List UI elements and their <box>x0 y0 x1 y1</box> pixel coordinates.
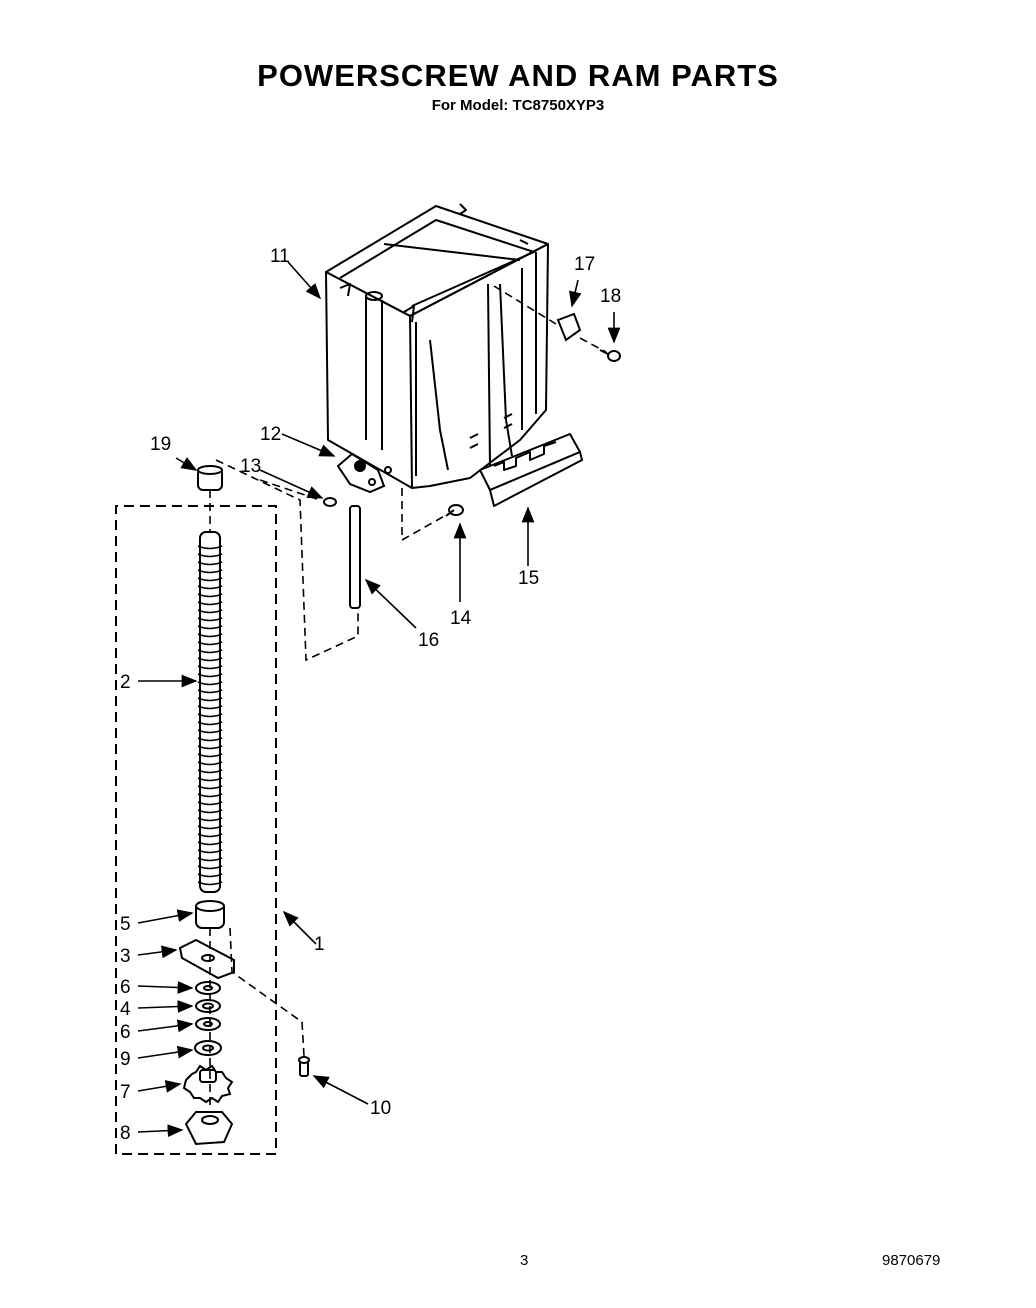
callout-13: 13 <box>240 456 261 477</box>
callout-7: 7 <box>120 1082 131 1103</box>
bracket-screw <box>599 349 621 362</box>
callout-10: 10 <box>370 1098 391 1119</box>
thrust-washer-top <box>195 981 221 995</box>
callout-3: 3 <box>120 946 131 967</box>
callout-14: 14 <box>450 608 472 629</box>
plate-screw <box>298 1056 310 1077</box>
model-subtitle: For Model: TC8750XYP3 <box>431 97 605 114</box>
powerscrew <box>197 531 223 893</box>
callout-4: 4 <box>120 999 131 1020</box>
callout-1: 1 <box>314 934 325 955</box>
pivot-washer <box>323 497 337 507</box>
page-number: 3 <box>520 1252 529 1269</box>
callout-6a: 6 <box>120 977 131 998</box>
callout-11: 11 <box>270 246 290 267</box>
callout-9: 9 <box>120 1049 131 1070</box>
mounting-plate <box>178 938 235 980</box>
callout-8: 8 <box>120 1123 131 1144</box>
thrust-washer-bottom <box>195 1017 221 1031</box>
ram-pivot <box>336 452 392 494</box>
bearing-nut <box>195 900 225 929</box>
guide-bracket <box>479 433 583 507</box>
page-title: POWERSCREW AND RAM PARTS <box>257 58 779 93</box>
pivot-rod <box>349 505 361 609</box>
callout-18: 18 <box>600 286 621 307</box>
ram-box <box>325 203 549 489</box>
callout-16: 16 <box>418 630 439 651</box>
callout-6b: 6 <box>120 1022 131 1043</box>
callout-5: 5 <box>120 914 131 935</box>
small-bracket <box>556 312 582 342</box>
assembly-outline <box>115 505 277 1155</box>
mounting-screw <box>445 504 464 517</box>
sprocket <box>182 1064 234 1104</box>
callout-2: 2 <box>120 672 131 693</box>
callout-19: 19 <box>150 434 171 455</box>
callout-17: 17 <box>574 254 595 275</box>
thrust-bearing <box>195 999 221 1013</box>
hex-nut <box>184 1111 234 1146</box>
callout-15: 15 <box>518 568 539 589</box>
callout-12: 12 <box>260 424 281 445</box>
document-number: 9870679 <box>882 1252 941 1269</box>
leader-lines <box>137 261 621 1138</box>
screw-cap <box>197 465 223 491</box>
spacer <box>194 1040 222 1056</box>
